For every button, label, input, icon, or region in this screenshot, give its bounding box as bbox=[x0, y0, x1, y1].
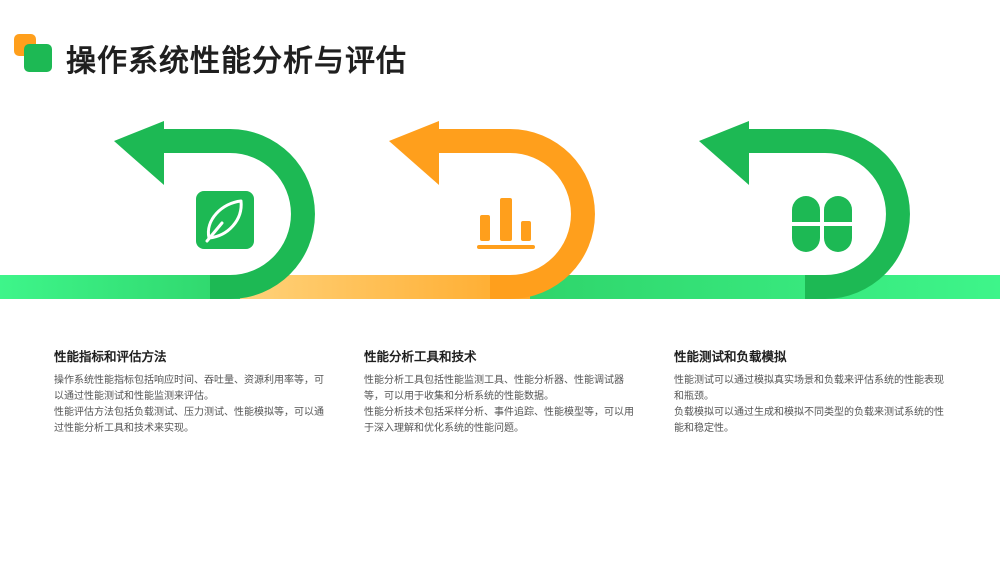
section-paragraph: 操作系统性能指标包括响应时间、吞吐量、资源利用率等，可以通过性能测试和性能监测来… bbox=[54, 375, 324, 402]
section-paragraph: 性能评估方法包括负载测试、压力测试、性能模拟等，可以通过性能分析工具和技术来实现… bbox=[54, 407, 324, 434]
logo bbox=[14, 34, 54, 74]
section-performance-metrics: 性能指标和评估方法 操作系统性能指标包括响应时间、吞吐量、资源利用率等，可以通过… bbox=[54, 346, 329, 437]
flow-band-3 bbox=[530, 275, 1000, 299]
clover-icon bbox=[792, 196, 852, 252]
section-paragraph: 性能分析技术包括采样分析、事件追踪、性能模型等，可以用于深入理解和优化系统的性能… bbox=[364, 407, 634, 434]
section-load-testing: 性能测试和负载模拟 性能测试可以通过模拟真实场景和负载来评估系统的性能表现和瓶颈… bbox=[674, 346, 949, 437]
section-paragraph: 性能测试可以通过模拟真实场景和负载来评估系统的性能表现和瓶颈。 bbox=[674, 375, 944, 402]
arrow-2 bbox=[389, 121, 595, 299]
section-title: 性能分析工具和技术 bbox=[364, 349, 477, 364]
flow-band-2 bbox=[240, 275, 530, 299]
section-analysis-tools: 性能分析工具和技术 性能分析工具包括性能监测工具、性能分析器、性能调试器等，可以… bbox=[364, 346, 639, 437]
arrow-3 bbox=[699, 121, 910, 299]
bar-chart-icon bbox=[477, 198, 535, 249]
page-title: 操作系统性能分析与评估 bbox=[66, 44, 407, 79]
flow-band-1 bbox=[0, 275, 240, 299]
section-paragraph: 负载模拟可以通过生成和模拟不同类型的负载来测试系统的性能和稳定性。 bbox=[674, 407, 944, 434]
section-paragraph: 性能分析工具包括性能监测工具、性能分析器、性能调试器等，可以用于收集和分析系统的… bbox=[364, 375, 624, 402]
leaf-icon bbox=[196, 191, 254, 249]
logo-green-square bbox=[24, 44, 52, 72]
section-title: 性能测试和负载模拟 bbox=[674, 349, 787, 364]
section-title: 性能指标和评估方法 bbox=[54, 349, 167, 364]
arrow-1 bbox=[114, 121, 315, 299]
